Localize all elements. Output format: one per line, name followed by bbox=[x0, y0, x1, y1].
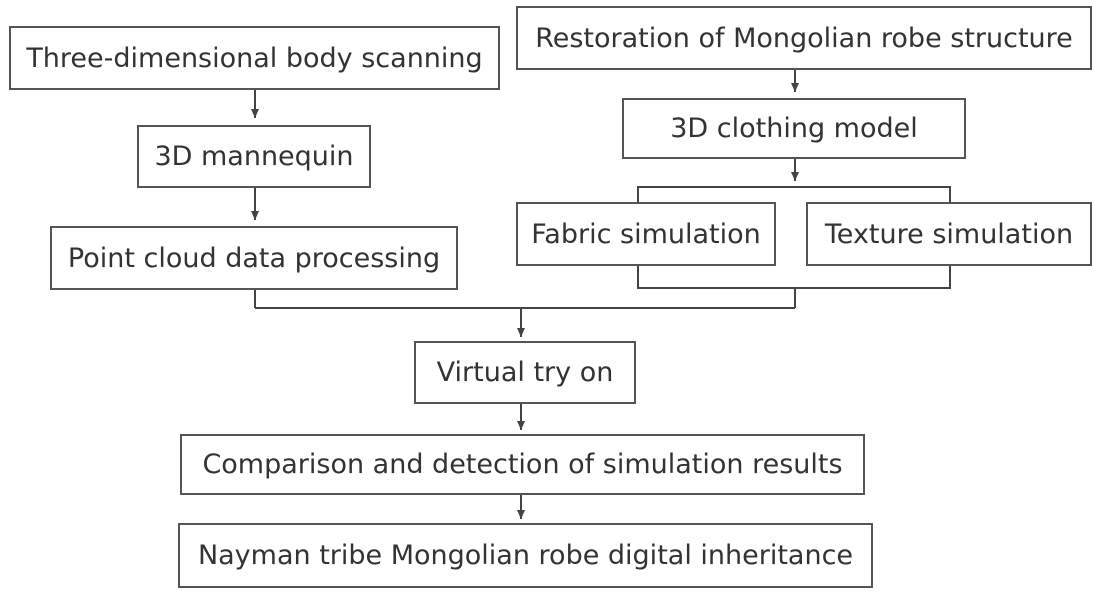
node-label: 3D clothing model bbox=[670, 113, 918, 144]
node-body-scanning: Three-dimensional body scanning bbox=[9, 26, 500, 90]
node-clothing-model: 3D clothing model bbox=[622, 98, 966, 159]
node-virtual-try-on: Virtual try on bbox=[414, 341, 636, 404]
node-texture-simulation: Texture simulation bbox=[806, 202, 1092, 266]
node-label: Restoration of Mongolian robe structure bbox=[535, 22, 1073, 54]
node-label: Fabric simulation bbox=[531, 218, 761, 250]
node-label: Three-dimensional body scanning bbox=[26, 42, 483, 74]
node-label: Virtual try on bbox=[436, 357, 614, 388]
node-label: Nayman tribe Mongolian robe digital inhe… bbox=[197, 540, 854, 571]
node-point-cloud: Point cloud data processing bbox=[50, 226, 458, 290]
node-fabric-simulation: Fabric simulation bbox=[516, 202, 776, 266]
simulation-branch-bottom bbox=[637, 266, 951, 289]
node-inheritance: Nayman tribe Mongolian robe digital inhe… bbox=[178, 523, 873, 588]
node-robe-restoration: Restoration of Mongolian robe structure bbox=[516, 6, 1092, 70]
node-label: Point cloud data processing bbox=[67, 242, 441, 274]
node-label: Texture simulation bbox=[824, 218, 1074, 250]
simulation-branch-top bbox=[637, 186, 951, 202]
node-mannequin: 3D mannequin bbox=[137, 125, 371, 188]
node-comparison: Comparison and detection of simulation r… bbox=[180, 434, 865, 495]
node-label: 3D mannequin bbox=[154, 141, 354, 172]
node-label: Comparison and detection of simulation r… bbox=[202, 449, 843, 480]
